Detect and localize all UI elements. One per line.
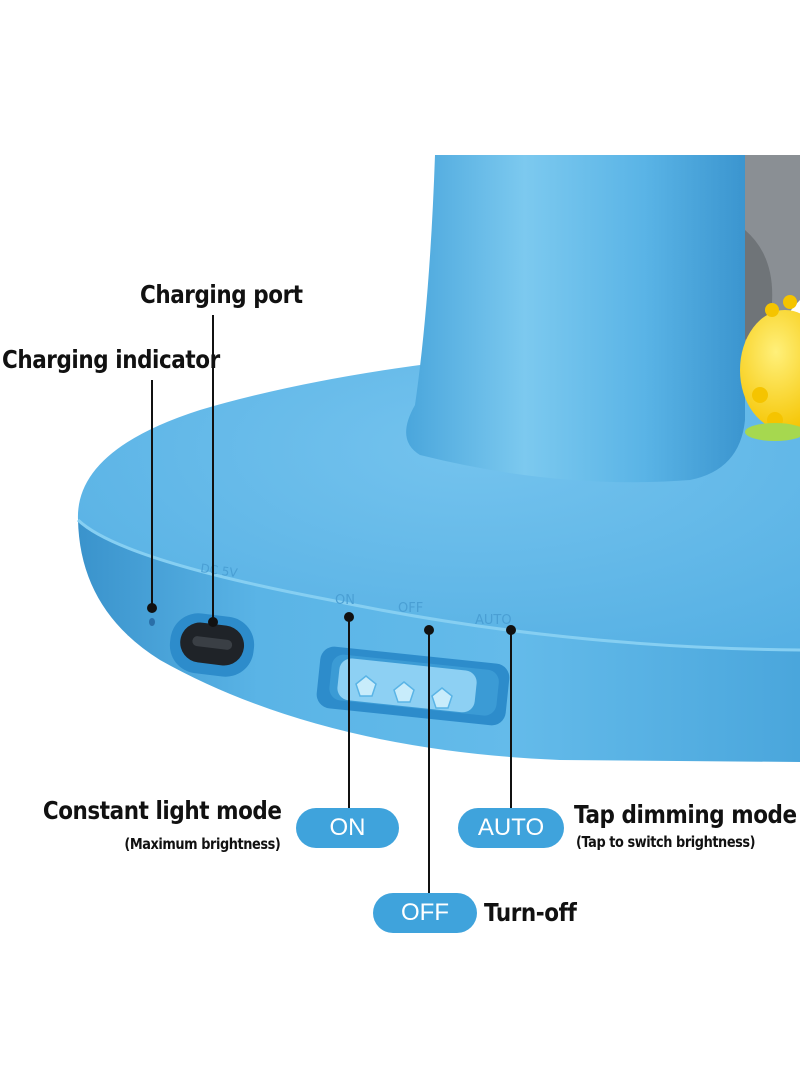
toy-feet-green [745, 423, 800, 441]
pentagon-grip-icon [355, 675, 377, 697]
label-constant-light-mode: Constant light mode [43, 796, 282, 825]
embossed-auto: AUTO [475, 613, 512, 628]
label-tap-to-switch: (Tap to switch brightness) [576, 833, 756, 851]
label-charging-port: Charging port [140, 280, 303, 309]
embossed-off: OFF [398, 601, 423, 616]
label-turn-off: Turn-off [484, 898, 577, 927]
on-mode-button[interactable]: ON [296, 808, 399, 848]
pentagon-grip-icon [393, 681, 415, 703]
label-charging-indicator: Charging indicator [2, 345, 220, 374]
off-mode-button[interactable]: OFF [373, 893, 477, 933]
lamp-base-rim [76, 518, 800, 652]
label-tap-dimming-mode: Tap dimming mode [574, 800, 797, 829]
label-maximum-brightness: (Maximum brightness) [124, 835, 280, 853]
lamp-stem [406, 155, 745, 483]
embossed-on: ON [335, 593, 355, 608]
toy-figure-grey-shadow [745, 230, 773, 340]
pentagon-grip-icon [431, 687, 453, 709]
auto-mode-button[interactable]: AUTO [458, 808, 564, 848]
embossed-port-marking: DC 5V [200, 561, 240, 580]
charging-indicator-light [149, 618, 155, 626]
